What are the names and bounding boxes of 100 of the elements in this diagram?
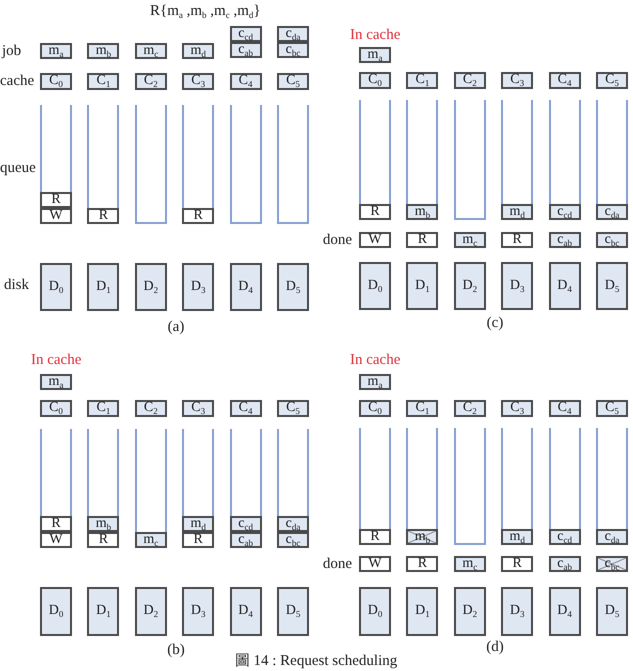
row-label: cache [0, 74, 34, 89]
queue-item: m$_{b}$ [406, 529, 438, 545]
queue-item: m$_{d}$ [182, 516, 214, 532]
queue-item: c$_{ab}$ [230, 532, 262, 548]
done-item: c$_{ab}$ [548, 232, 581, 248]
done-item: R [406, 556, 438, 572]
cache-box: C$_{5}$ [277, 400, 309, 417]
panel-label: (b) [167, 643, 185, 658]
cache-box: C$_{2}$ [454, 72, 486, 89]
cache-box: C$_{2}$ [134, 400, 167, 417]
queue-item: c$_{cd}$ [548, 204, 581, 220]
done-item: W [359, 232, 391, 248]
done-item: c$_{ab}$ [548, 556, 581, 572]
queue-item: R [182, 532, 214, 548]
job-box: m$_{a}$ [40, 43, 72, 59]
panel-label: (c) [486, 316, 504, 331]
queue-item: R [359, 204, 391, 220]
queue-item: R [87, 532, 120, 548]
cache-box: C$_{1}$ [406, 72, 438, 89]
cache-box: C$_{5}$ [596, 72, 628, 89]
panel-label: (a) [168, 320, 184, 335]
queue-tube [406, 100, 438, 220]
queue-tube [87, 105, 120, 224]
queue-tube [277, 429, 309, 548]
cache-box: C$_{0}$ [359, 72, 391, 89]
queue-item: R [87, 208, 120, 224]
queue-tube [596, 100, 628, 220]
queue-item: m$_{d}$ [501, 204, 534, 220]
done-item: R [406, 232, 438, 248]
queue-tube [454, 428, 486, 545]
row-label: job [2, 44, 22, 59]
queue-tube [182, 105, 214, 224]
done-item: W [359, 556, 391, 572]
queue-item: m$_{c}$ [134, 532, 167, 548]
queue-item: c$_{da}$ [596, 529, 628, 545]
queue-tube [596, 428, 628, 545]
queue-tube [501, 100, 534, 220]
cache-box: C$_{2}$ [134, 73, 167, 90]
done-item: c$_{bc}$ [596, 232, 628, 248]
status-label: In cache [350, 28, 400, 43]
job-box: c$_{cd}$ [230, 26, 262, 42]
cache-box: C$_{0}$ [359, 400, 391, 417]
queue-tube [134, 429, 167, 548]
queue-item: c$_{da}$ [277, 516, 309, 532]
panel-label: (d) [486, 640, 504, 655]
done-item: m$_{c}$ [454, 232, 486, 248]
cache-box: C$_{4}$ [230, 73, 262, 90]
figure-caption: 圖 14 : Request scheduling [234, 654, 398, 669]
queue-tube [548, 100, 581, 220]
queue-tube [406, 428, 438, 545]
cache-box: C$_{0}$ [40, 400, 72, 417]
job-box: m$_{b}$ [87, 43, 120, 59]
queue-tube [182, 429, 214, 548]
row-label: queue [0, 161, 36, 176]
queue-item: R [182, 208, 214, 224]
cache-box: C$_{4}$ [548, 400, 581, 417]
queue-tube [359, 428, 391, 545]
cache-box: C$_{3}$ [501, 72, 534, 89]
queue-tube [134, 105, 167, 224]
cache-box: C$_{5}$ [277, 73, 309, 90]
job-box: m$_{d}$ [182, 43, 214, 59]
cache-box: C$_{4}$ [230, 400, 262, 417]
job-box: c$_{ab}$ [230, 42, 262, 58]
queue-tube [359, 100, 391, 220]
cache-box: C$_{3}$ [182, 73, 214, 90]
queue-item: R [359, 529, 391, 545]
queue-item: W [40, 208, 72, 224]
queue-item: R [40, 192, 72, 208]
status-label: In cache [350, 353, 400, 368]
cache-box: C$_{1}$ [406, 400, 438, 417]
queue-tube [87, 429, 120, 548]
job-box: c$_{bc}$ [277, 42, 309, 58]
queue-tube [40, 429, 72, 548]
done-item: m$_{c}$ [454, 556, 486, 572]
queue-tube [501, 428, 534, 545]
cache-box: C$_{3}$ [501, 400, 534, 417]
queue-item: R [40, 516, 72, 532]
queue-item: c$_{cd}$ [548, 529, 581, 545]
cache-box: C$_{1}$ [87, 400, 120, 417]
cache-box: C$_{0}$ [40, 73, 72, 90]
queue-item: m$_{b}$ [87, 516, 120, 532]
done-item: R [501, 232, 534, 248]
cache-box: C$_{4}$ [548, 72, 581, 89]
row-label: done [322, 557, 352, 572]
queue-tube [277, 105, 309, 224]
queue-item: m$_{b}$ [406, 204, 438, 220]
queue-item: c$_{da}$ [596, 204, 628, 220]
queue-item: m$_{d}$ [501, 529, 534, 545]
queue-tube [230, 105, 262, 224]
queue-item: W [40, 532, 72, 548]
formula-title: R{m$_{a}$ ,m$_{b}$ ,m$_{c}$ ,m$_{d}$} [150, 4, 261, 20]
done-item: R [501, 556, 534, 572]
queue-item: c$_{cd}$ [230, 516, 262, 532]
status-label: In cache [31, 353, 82, 368]
row-label: done [322, 233, 352, 248]
queue-tube [230, 429, 262, 548]
cache-box: C$_{5}$ [596, 400, 628, 417]
cache-box: C$_{1}$ [87, 73, 120, 90]
job-box: m$_{a}$ [359, 47, 391, 63]
queue-item: c$_{bc}$ [277, 532, 309, 548]
